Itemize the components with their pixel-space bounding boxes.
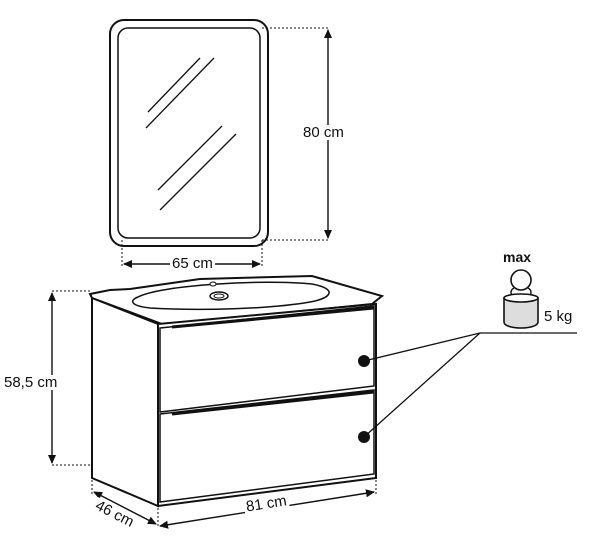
vanity-cabinet xyxy=(88,274,385,508)
max-weight-label: 5 kg xyxy=(542,308,575,325)
mirror-height-label: 80 cm xyxy=(301,124,346,141)
max-load-label: max xyxy=(503,249,532,265)
cabinet-height-label: 58,5 cm xyxy=(2,374,60,391)
mirror-reflection-lines xyxy=(145,57,237,211)
weight-icon xyxy=(503,269,539,329)
mirror xyxy=(109,19,269,247)
cabinet-depth-dimension xyxy=(91,480,159,526)
mirror-width-label: 65 cm xyxy=(170,255,215,272)
drawer-load-indicator xyxy=(358,332,577,443)
